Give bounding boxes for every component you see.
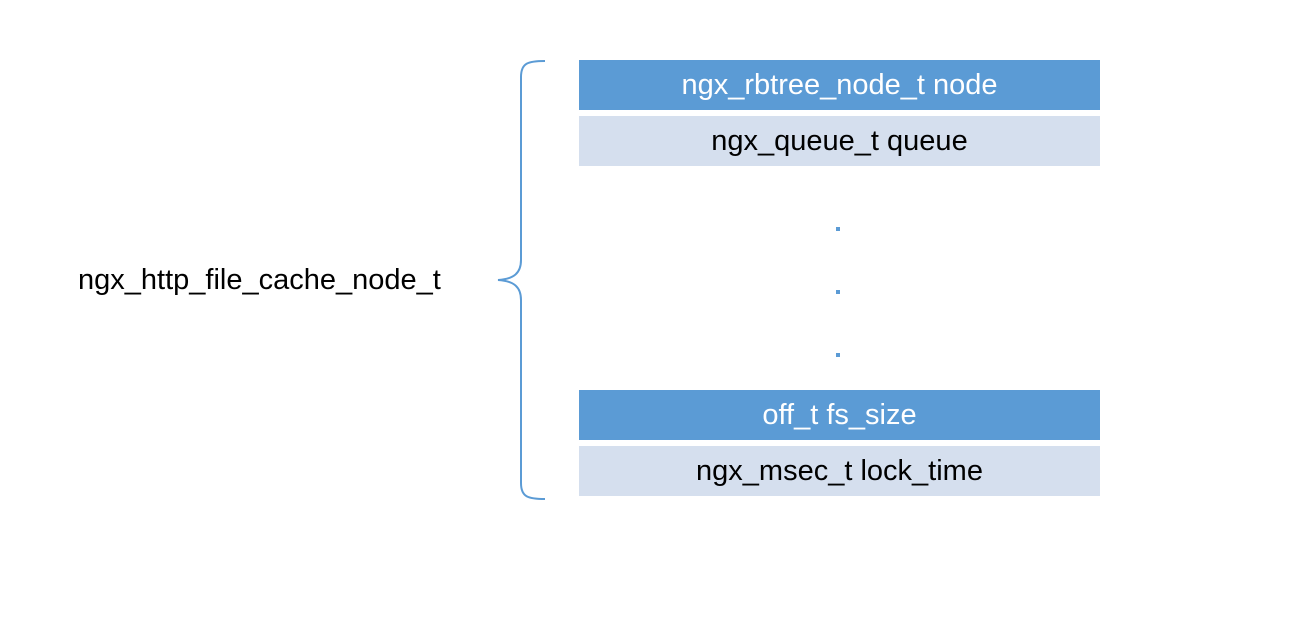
ellipsis-dot-2 (836, 290, 840, 294)
ellipsis-dot-1 (836, 227, 840, 231)
ellipsis-dot-3 (836, 353, 840, 357)
field-queue: ngx_queue_t queue (579, 116, 1100, 166)
field-rbtree-node: ngx_rbtree_node_t node (579, 60, 1100, 110)
field-fs-size: off_t fs_size (579, 390, 1100, 440)
field-lock-time: ngx_msec_t lock_time (579, 446, 1100, 496)
struct-name-label: ngx_http_file_cache_node_t (78, 264, 441, 296)
curly-brace (497, 60, 546, 500)
